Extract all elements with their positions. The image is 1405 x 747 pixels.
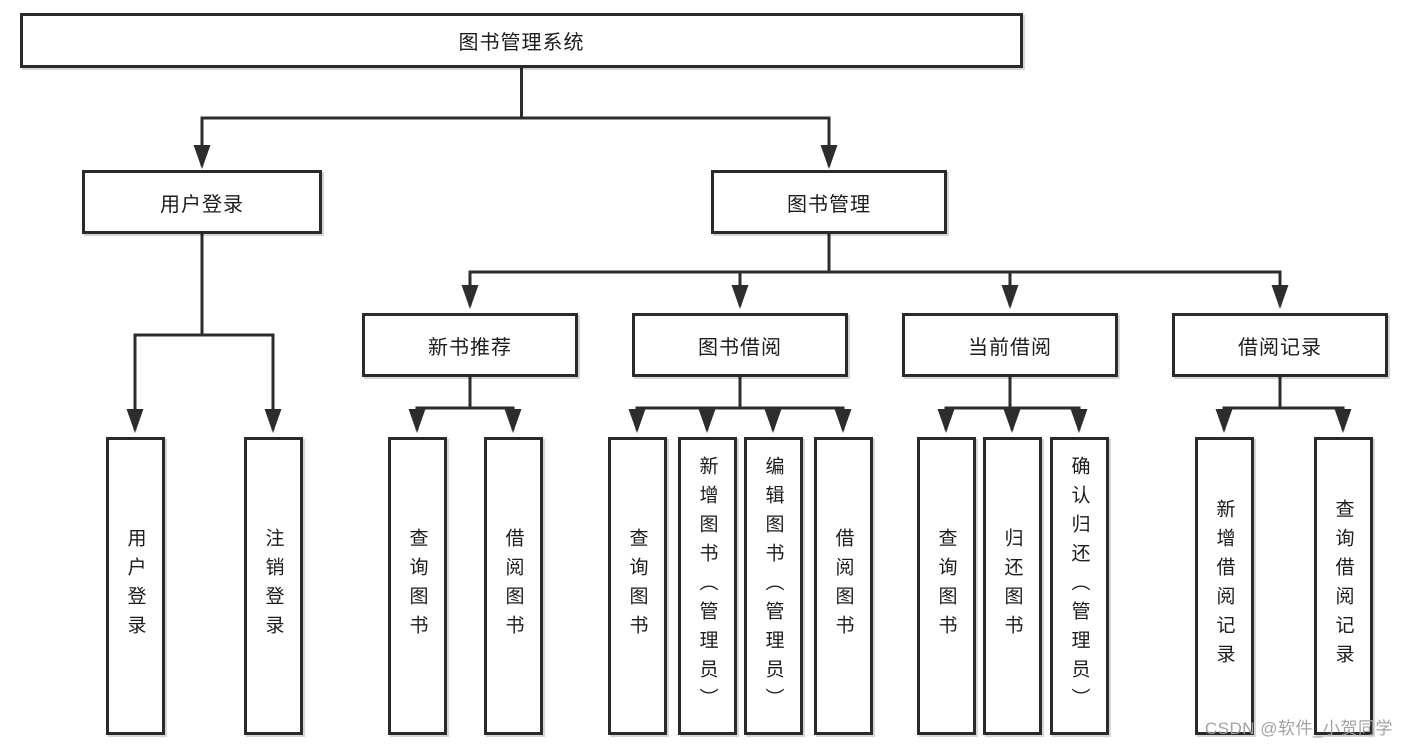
node-user-login: 用户登录 bbox=[82, 170, 322, 234]
node-label: 编辑图书（管理员） bbox=[762, 455, 784, 717]
node-label: 用户登录 bbox=[160, 193, 244, 216]
node-leaf-edit-books-admin: 编辑图书（管理员） bbox=[743, 437, 803, 735]
connector-root-to-level2 bbox=[193, 68, 838, 169]
connector-user-login-to-children bbox=[126, 234, 282, 433]
node-leaf-query-books-borrow: 查询图书 bbox=[607, 437, 667, 735]
node-leaf-borrow-books-recommend: 借阅图书 bbox=[483, 437, 543, 735]
node-leaf-confirm-return-admin: 确认归还（管理员） bbox=[1049, 437, 1109, 735]
node-leaf-user-login: 用户登录 bbox=[105, 437, 165, 735]
node-label: 查询图书 bbox=[626, 528, 648, 644]
node-borrow-records: 借阅记录 bbox=[1172, 313, 1388, 377]
node-label: 图书借阅 bbox=[698, 336, 782, 359]
node-current-borrow: 当前借阅 bbox=[902, 313, 1118, 377]
node-label: 借阅图书 bbox=[502, 528, 524, 644]
node-leaf-logout: 注销登录 bbox=[243, 437, 303, 735]
node-leaf-query-books-current: 查询图书 bbox=[916, 437, 976, 735]
node-leaf-query-books-recommend: 查询图书 bbox=[387, 437, 447, 735]
node-label: 当前借阅 bbox=[968, 336, 1052, 359]
node-label: 用户登录 bbox=[124, 528, 146, 644]
node-label: 借阅图书 bbox=[832, 528, 854, 644]
node-label: 借阅记录 bbox=[1238, 336, 1322, 359]
connector-book-borrow-to-children bbox=[628, 377, 852, 433]
node-book-management: 图书管理 bbox=[711, 170, 947, 234]
csdn-watermark: CSDN @软件_小贺同学 bbox=[1204, 719, 1393, 738]
node-label: 查询图书 bbox=[935, 528, 957, 644]
node-new-book-recommend: 新书推荐 bbox=[362, 313, 578, 377]
node-label: 查询图书 bbox=[406, 528, 428, 644]
node-leaf-return-books: 归还图书 bbox=[982, 437, 1042, 735]
node-label: 新增图书（管理员） bbox=[696, 455, 718, 717]
connector-new-book-recommend-to-children bbox=[408, 377, 522, 433]
node-label: 图书管理 bbox=[787, 193, 871, 216]
node-leaf-query-borrow-record: 查询借阅记录 bbox=[1313, 437, 1373, 735]
node-label: 归还图书 bbox=[1001, 528, 1023, 644]
node-book-borrow: 图书借阅 bbox=[632, 313, 848, 377]
node-leaf-add-books-admin: 新增图书（管理员） bbox=[677, 437, 737, 735]
node-leaf-add-borrow-record: 新增借阅记录 bbox=[1194, 437, 1254, 735]
node-label: 注销登录 bbox=[262, 528, 284, 644]
node-label: 查询借阅记录 bbox=[1332, 499, 1354, 673]
node-label: 新增借阅记录 bbox=[1213, 499, 1235, 673]
node-label: 图书管理系统 bbox=[458, 32, 585, 54]
node-label: 新书推荐 bbox=[428, 336, 512, 359]
node-leaf-borrow-books: 借阅图书 bbox=[813, 437, 873, 735]
connector-book-management-to-level3 bbox=[461, 234, 1289, 309]
connector-borrow-records-to-children bbox=[1215, 377, 1352, 433]
node-label: 确认归还（管理员） bbox=[1068, 455, 1090, 717]
node-library-management-system: 图书管理系统 bbox=[20, 13, 1023, 68]
connector-current-borrow-to-children bbox=[937, 377, 1088, 433]
